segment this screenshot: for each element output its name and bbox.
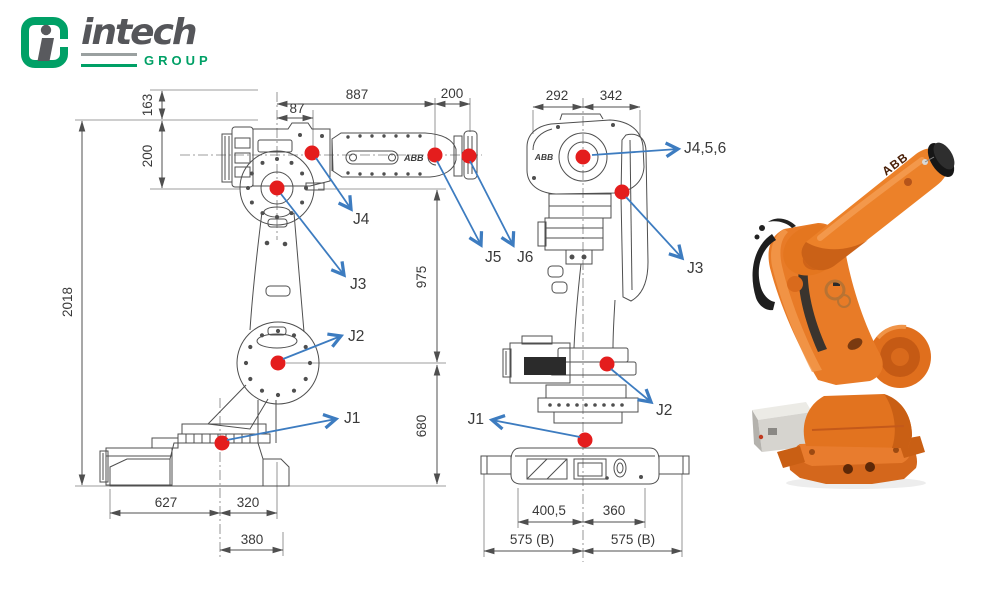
dim-87: 87: [289, 101, 304, 116]
joint-marker-front-j3: [614, 184, 630, 200]
front-dimension-lines: [483, 103, 683, 555]
dim-200-arm: 200: [441, 86, 464, 101]
dim-360: 360: [603, 503, 626, 518]
side-base: [99, 400, 290, 487]
side-j2-joint: [206, 321, 320, 430]
dim-380: 380: [241, 532, 264, 547]
front-joint-markers: [575, 149, 630, 448]
robot-wrist-flange: [922, 142, 955, 177]
side-view-drawing: ABB: [75, 89, 482, 560]
side-dimension-labels: 163 200 2018 87 887 200 975 680 627 320 …: [60, 86, 463, 547]
front-gearbox: [537, 193, 612, 294]
dim-200-top: 200: [140, 145, 155, 168]
side-dimension-lines: [78, 90, 471, 554]
label-j5: J5: [485, 249, 501, 266]
dim-400-5: 400,5: [532, 503, 566, 518]
dim-575-right: 575 (B): [611, 532, 655, 547]
front-extension-lines: [483, 98, 683, 562]
front-j2-assembly: [502, 335, 637, 384]
front-wrist-head: [526, 113, 645, 195]
leader-j456: [591, 141, 682, 159]
leader-j2: [282, 332, 345, 360]
dim-627: 627: [155, 495, 178, 510]
joint-marker-j2: [270, 355, 286, 371]
intech-logo-icon: [21, 17, 68, 68]
dim-575-left: 575 (B): [510, 532, 554, 547]
dim-975: 975: [414, 266, 429, 289]
label-j1: J1: [344, 410, 360, 427]
robot-shoulder-joint: [869, 324, 931, 388]
front-upper-arm-edge: [620, 133, 649, 302]
side-lower-arm: [249, 211, 305, 333]
joint-marker-j1: [214, 435, 230, 451]
front-leader-arrows: [488, 141, 685, 438]
label-front-j3: J3: [687, 260, 703, 277]
logo-i-stem: [37, 38, 54, 61]
dim-680: 680: [414, 415, 429, 438]
front-joint-labels: J4,5,6 J3 J2 J1: [468, 140, 727, 428]
logo-group-row: GROUP: [81, 53, 212, 68]
side-leader-arrows: [226, 157, 516, 441]
logo-stripes: [81, 53, 137, 68]
label-j4: J4: [353, 211, 370, 228]
intech-group-logo: intech GROUP: [18, 14, 212, 70]
front-turntable: [537, 384, 639, 424]
logo-text: intech GROUP: [81, 14, 212, 68]
label-j3: J3: [350, 276, 366, 293]
dim-292: 292: [546, 88, 569, 103]
label-j2: J2: [348, 328, 364, 345]
logo-group-name: GROUP: [144, 52, 212, 68]
joint-marker-j3: [269, 180, 285, 196]
joint-marker-j6: [461, 148, 477, 164]
dim-2018: 2018: [60, 287, 75, 317]
front-dimension-labels: 292 342 400,5 360 575 (B) 575 (B): [510, 88, 655, 547]
dim-320: 320: [237, 495, 260, 510]
leader-front-j1: [488, 414, 581, 438]
robot-turntable: [803, 394, 912, 448]
side-joint-labels: J4 J3 J5 J6 J2 J1: [344, 211, 533, 427]
leader-front-j3: [625, 196, 685, 261]
robot-forearm: [801, 148, 949, 271]
joint-marker-j456: [575, 149, 591, 165]
label-front-j1: J1: [468, 411, 484, 428]
front-abb-mark: ABB: [534, 152, 553, 162]
robot-base: [777, 436, 925, 484]
logo-square: [21, 17, 68, 68]
side-abb-mark: ABB: [403, 153, 424, 163]
leader-j4: [315, 157, 353, 212]
leader-j1: [226, 413, 340, 441]
label-j6: J6: [517, 249, 533, 266]
leader-j5: [436, 160, 484, 248]
joint-marker-j4: [304, 145, 320, 161]
label-j456: J4,5,6: [684, 140, 726, 157]
label-front-j2: J2: [656, 402, 672, 419]
robot-photo: ABB: [752, 142, 955, 489]
front-arm-column: [573, 263, 616, 349]
dim-887: 887: [346, 87, 369, 102]
side-joint-markers: [214, 145, 477, 451]
controller-box: [752, 402, 814, 452]
logo-brand-name: intech: [81, 12, 198, 53]
dim-342: 342: [600, 88, 623, 103]
joint-marker-front-j1: [577, 432, 593, 448]
logo-i-dot: [40, 24, 52, 36]
dim-163: 163: [140, 94, 155, 117]
joint-marker-front-j2: [599, 356, 615, 372]
leader-j6: [469, 160, 516, 248]
front-base: [480, 447, 690, 485]
front-view-drawing: ABB: [480, 98, 690, 562]
joint-marker-j5: [427, 147, 443, 163]
leader-j3: [280, 193, 347, 278]
leader-front-j2: [610, 368, 654, 405]
